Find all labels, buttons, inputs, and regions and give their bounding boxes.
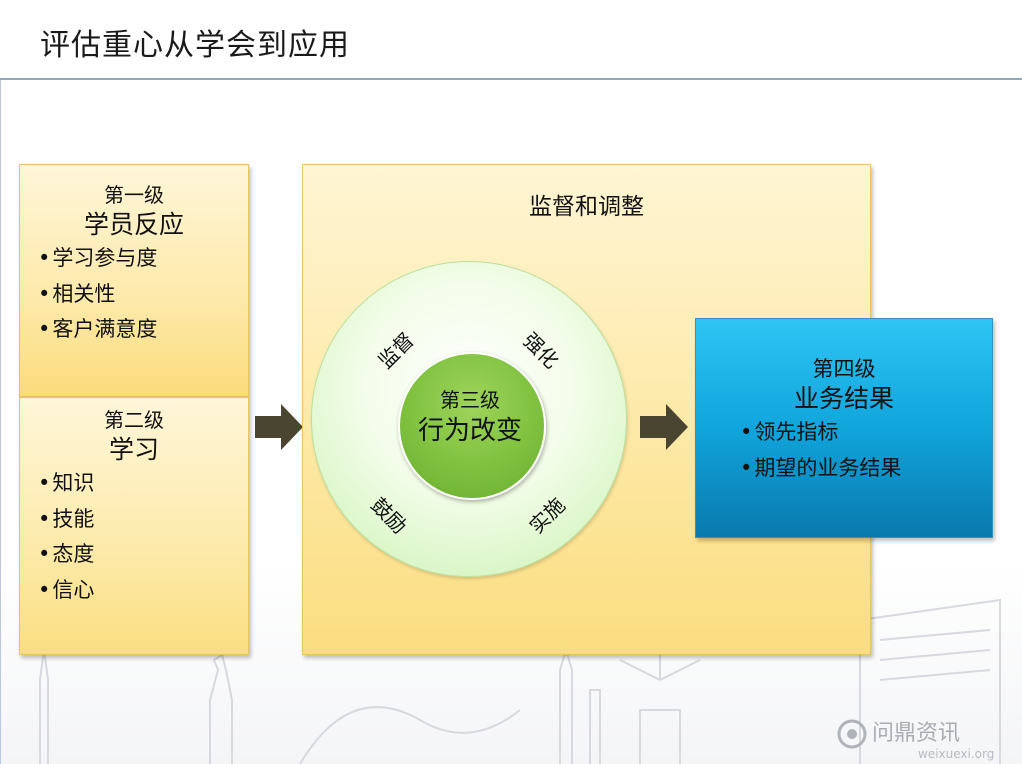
logo-text: 问鼎资讯 xyxy=(872,721,960,746)
list-item: 相关性 xyxy=(38,277,157,313)
level4-box: 第四级 业务结果 领先指标 期望的业务结果 xyxy=(695,318,993,538)
list-item: 期望的业务结果 xyxy=(740,451,901,487)
level1-box: 第一级 学员反应 学习参与度 相关性 客户满意度 xyxy=(19,164,249,397)
right-arrow-icon xyxy=(640,404,688,450)
list-item: 信心 xyxy=(38,573,94,609)
level1-bullet-list: 学习参与度 相关性 客户满意度 xyxy=(38,241,157,348)
monitor-adjust-title: 监督和调整 xyxy=(529,194,644,220)
level3-sub-title: 第三级 xyxy=(440,388,500,412)
title-bar: 评估重心从学会到应用 xyxy=(0,0,1022,80)
skyline-watermark xyxy=(39,598,1001,764)
page-title: 评估重心从学会到应用 xyxy=(40,28,350,63)
level4-main-title: 业务结果 xyxy=(793,384,894,413)
level3-main-title: 行为改变 xyxy=(417,416,522,446)
logo-url-text: weixuexi.org xyxy=(918,747,994,761)
list-item: 领先指标 xyxy=(740,415,901,451)
list-item: 客户满意度 xyxy=(38,312,157,348)
right-arrow-icon xyxy=(255,404,303,450)
list-item: 技能 xyxy=(38,502,94,538)
level2-main-title: 学习 xyxy=(108,435,159,464)
level2-box: 第二级 学习 知识 技能 态度 信心 xyxy=(19,397,249,655)
level1-sub-title: 第一级 xyxy=(104,183,164,207)
list-item: 知识 xyxy=(38,466,94,502)
level4-sub-title: 第四级 xyxy=(812,357,876,381)
core-circle xyxy=(398,352,546,500)
list-item: 态度 xyxy=(38,537,94,573)
level2-bullet-list: 知识 技能 态度 信心 xyxy=(38,466,94,608)
level4-bullet-list: 领先指标 期望的业务结果 xyxy=(740,415,901,486)
list-item: 学习参与度 xyxy=(38,241,157,277)
level2-sub-title: 第二级 xyxy=(104,408,164,432)
level1-main-title: 学员反应 xyxy=(83,210,184,239)
brand-logo: 问鼎资讯 weixuexi.org xyxy=(837,719,994,761)
